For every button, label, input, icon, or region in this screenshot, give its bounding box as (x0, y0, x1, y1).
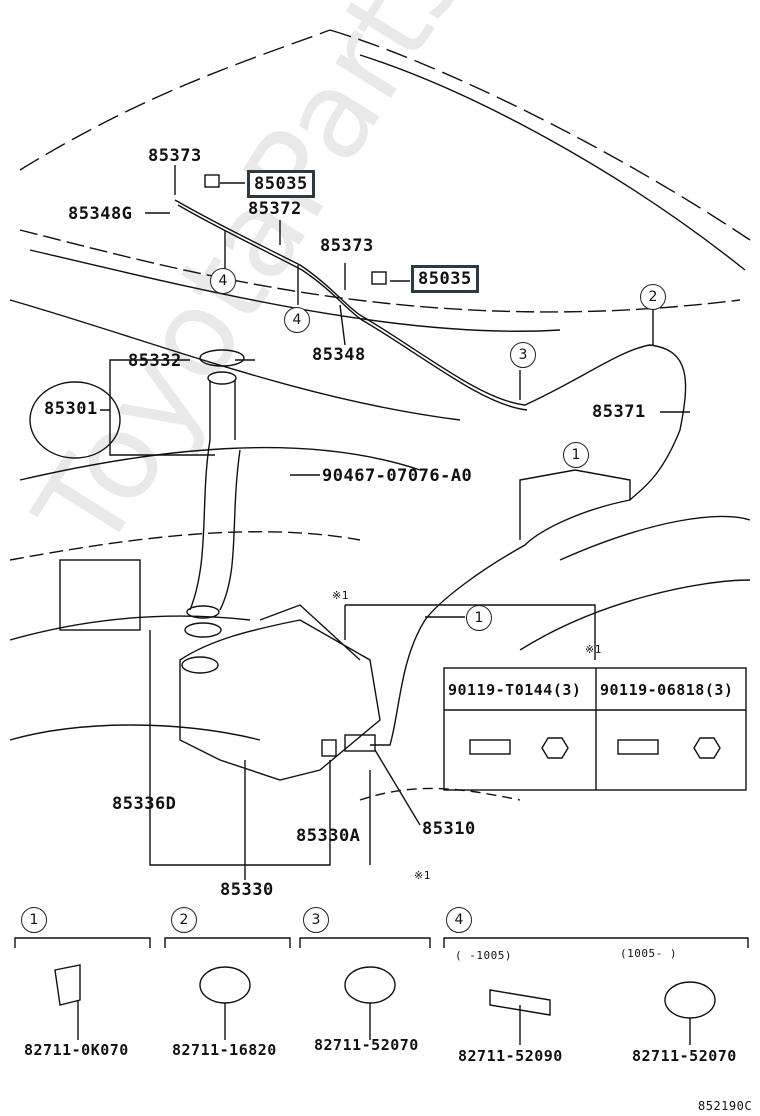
note-mark-1: ※1 (332, 589, 349, 602)
fastener-col1-header: 90119-T0144(3) (448, 681, 582, 699)
part-85373-mid: 85373 (320, 236, 374, 256)
hood-edge-line (329, 29, 751, 241)
clip-box-2-num: 2 (171, 907, 197, 933)
nut-icon (541, 737, 569, 759)
part-85310: 85310 (422, 819, 476, 839)
part-85348: 85348 (312, 345, 366, 365)
part-85336d: 85336D (112, 794, 177, 814)
nut-icon (693, 737, 721, 759)
part-85348g: 85348G (68, 204, 133, 224)
fastener-col2-header: 90119-06818(3) (600, 681, 734, 699)
clip-1-icon (54, 964, 81, 1006)
clip-4b-icon (664, 981, 716, 1019)
callout-4a: 4 (210, 268, 236, 294)
clip-2-icon (199, 966, 251, 1004)
part-85372: 85372 (248, 199, 302, 219)
clip-box-1-part: 82711-0K070 (24, 1041, 129, 1059)
part-85330: 85330 (220, 880, 274, 900)
part-85373-top: 85373 (148, 146, 202, 166)
clip-box-4-num: 4 (446, 907, 472, 933)
callout-4b: 4 (284, 307, 310, 333)
part-85330a: 85330A (296, 826, 361, 846)
callout-3: 3 (510, 342, 536, 368)
clip-box-4-right-range: (1005- ) (620, 947, 677, 960)
clip-box-4-left-range: ( -1005) (455, 949, 512, 962)
callout-1b: 1 (466, 605, 492, 631)
part-90467: 90467-07076-A0 (322, 466, 473, 486)
part-85035-mid: 85035 (411, 265, 479, 293)
washer-tank (179, 619, 381, 781)
clip-box-3-num: 3 (303, 907, 329, 933)
clip-box-4-right-part: 82711-52070 (632, 1047, 737, 1065)
clip-box-3-part: 82711-52070 (314, 1036, 419, 1054)
bolt-icon (469, 739, 511, 755)
diagram-code: 852190C (698, 1099, 753, 1113)
nozzle-mid (371, 271, 387, 285)
clip-3-icon (344, 966, 396, 1004)
callout-1a: 1 (563, 442, 589, 468)
callout-2: 2 (640, 284, 666, 310)
clip-4a-icon (489, 989, 551, 1016)
clip-box-4-left-part: 82711-52090 (458, 1047, 563, 1065)
clip-box-1-num: 1 (21, 907, 47, 933)
part-85332: 85332 (128, 351, 182, 371)
part-85371: 85371 (592, 402, 646, 422)
part-85301: 85301 (44, 399, 98, 419)
clip-box-2-part: 82711-16820 (172, 1041, 277, 1059)
note-mark-3: ※1 (414, 869, 431, 882)
nozzle-top (204, 174, 220, 188)
note-mark-2: ※1 (585, 643, 602, 656)
bolt-icon (617, 739, 659, 755)
part-85035-top: 85035 (247, 170, 315, 198)
